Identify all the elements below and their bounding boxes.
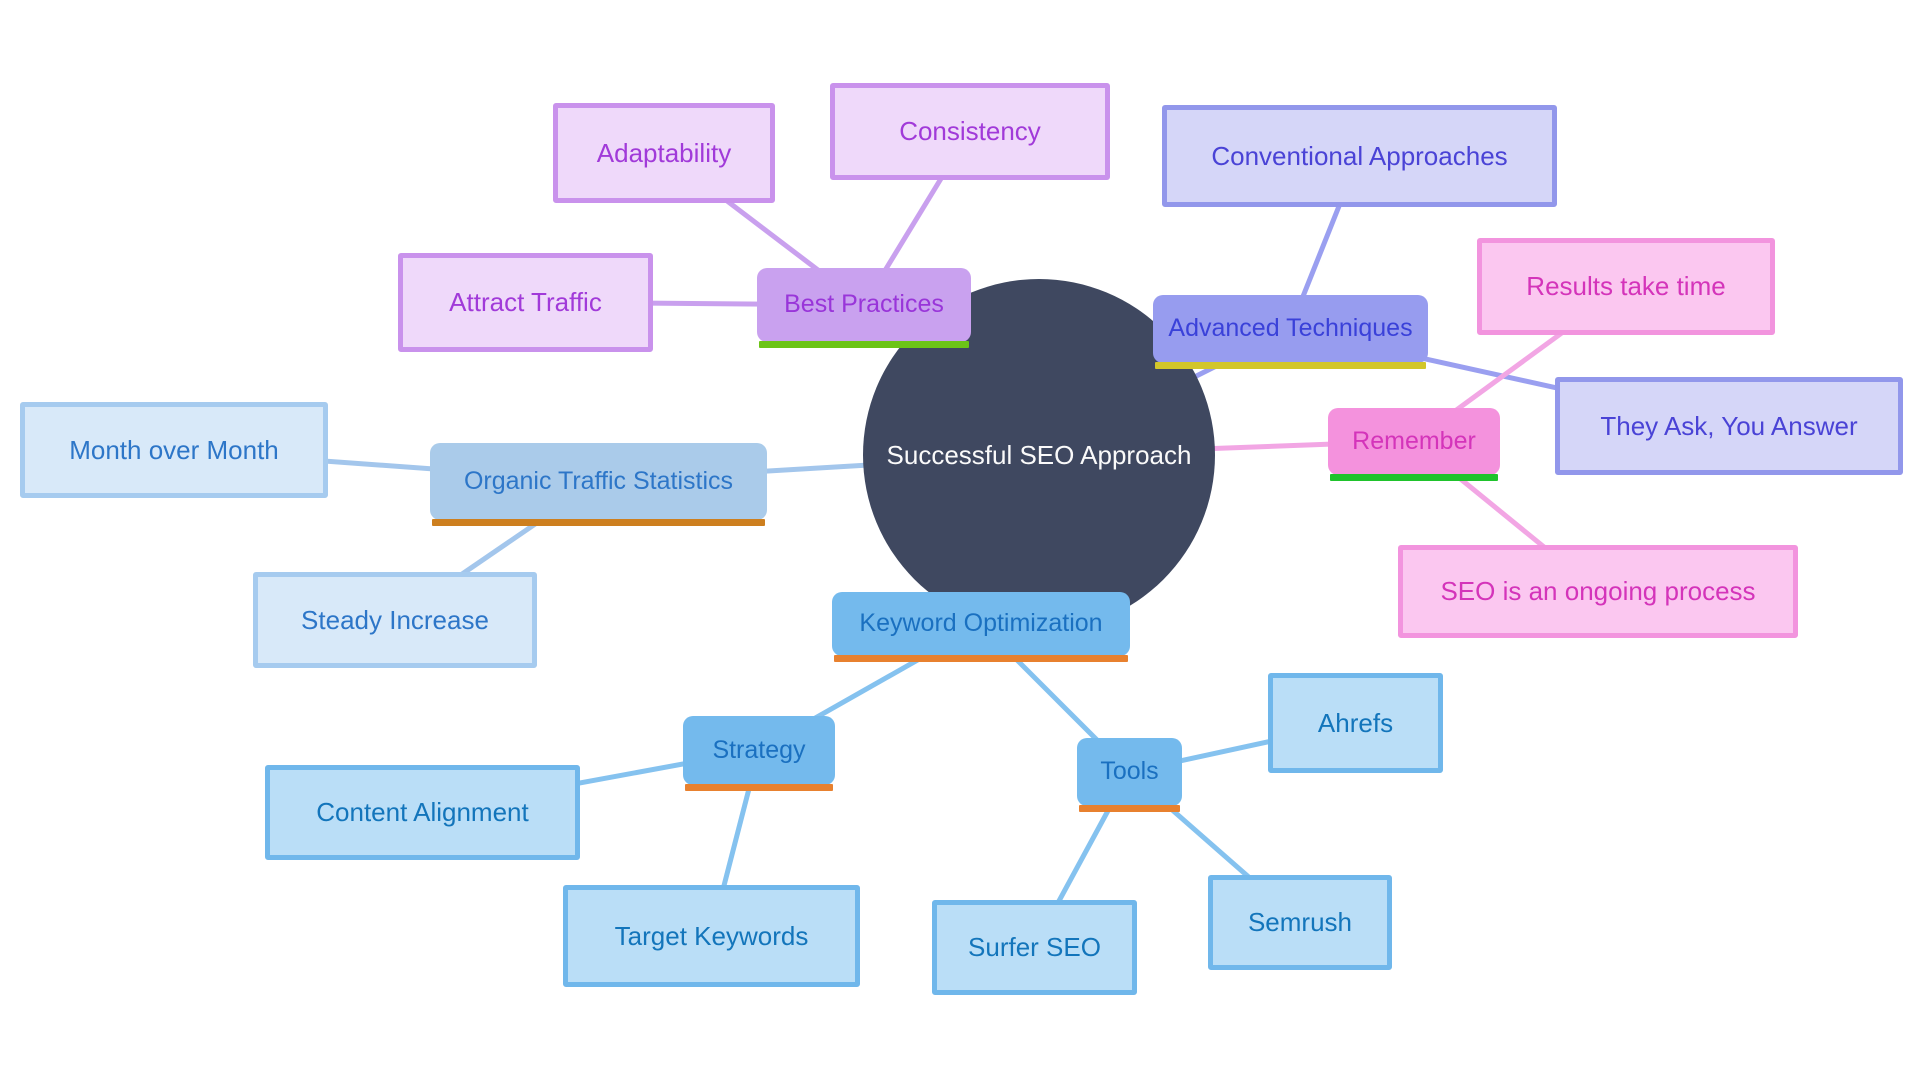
leaf-node-target-keywords[interactable]: Target Keywords bbox=[563, 885, 860, 987]
leaf-node-results-take-time[interactable]: Results take time bbox=[1477, 238, 1775, 335]
accent-bar bbox=[432, 519, 765, 526]
leaf-label: Conventional Approaches bbox=[1211, 140, 1508, 171]
leaf-node-steady-increase[interactable]: Steady Increase bbox=[253, 572, 537, 668]
leaf-node-content-alignment[interactable]: Content Alignment bbox=[265, 765, 580, 860]
branch-label: Keyword Optimization bbox=[859, 609, 1103, 638]
branch-node-organic-traffic-statistics[interactable]: Organic Traffic Statistics bbox=[430, 443, 767, 526]
leaf-label: SEO is an ongoing process bbox=[1440, 576, 1756, 607]
leaf-label: Target Keywords bbox=[614, 920, 809, 951]
leaf-label: Results take time bbox=[1526, 271, 1726, 302]
branch-label: Tools bbox=[1100, 757, 1159, 786]
branch-node-advanced-techniques[interactable]: Advanced Techniques bbox=[1153, 295, 1428, 369]
leaf-node-they-ask-you-answer[interactable]: They Ask, You Answer bbox=[1555, 377, 1903, 475]
leaf-node-consistency[interactable]: Consistency bbox=[830, 83, 1110, 180]
leaf-node-semrush[interactable]: Semrush bbox=[1208, 875, 1392, 970]
leaf-label: Surfer SEO bbox=[968, 932, 1101, 963]
branch-node-best-practices[interactable]: Best Practices bbox=[757, 268, 971, 348]
accent-bar bbox=[759, 341, 969, 348]
branch-node-keyword-optimization[interactable]: Keyword Optimization bbox=[832, 592, 1130, 662]
leaf-label: Ahrefs bbox=[1317, 707, 1394, 738]
branch-label: Organic Traffic Statistics bbox=[463, 466, 734, 495]
branch-label: Strategy bbox=[712, 735, 806, 764]
leaf-label: Consistency bbox=[899, 116, 1041, 147]
accent-bar bbox=[685, 784, 833, 791]
center-node-label: Successful SEO Approach bbox=[886, 439, 1192, 470]
leaf-label: Adaptability bbox=[596, 137, 732, 168]
accent-bar bbox=[834, 655, 1128, 662]
leaf-label: Semrush bbox=[1247, 907, 1353, 938]
leaf-node-attract-traffic[interactable]: Attract Traffic bbox=[398, 253, 653, 352]
leaf-label: Steady Increase bbox=[301, 604, 489, 635]
leaf-label: Month over Month bbox=[69, 434, 279, 465]
accent-bar bbox=[1155, 362, 1426, 369]
leaf-node-adaptability[interactable]: Adaptability bbox=[553, 103, 775, 203]
leaf-label: They Ask, You Answer bbox=[1600, 410, 1858, 441]
branch-node-tools[interactable]: Tools bbox=[1077, 738, 1182, 812]
leaf-node-conventional-approaches[interactable]: Conventional Approaches bbox=[1162, 105, 1557, 207]
accent-bar bbox=[1330, 474, 1498, 481]
branch-label: Remember bbox=[1352, 426, 1476, 455]
branch-node-strategy[interactable]: Strategy bbox=[683, 716, 835, 791]
accent-bar bbox=[1079, 805, 1180, 812]
leaf-node-ahrefs[interactable]: Ahrefs bbox=[1268, 673, 1443, 773]
branch-label: Best Practices bbox=[784, 290, 944, 319]
leaf-node-surfer-seo[interactable]: Surfer SEO bbox=[932, 900, 1137, 995]
branch-label: Advanced Techniques bbox=[1168, 314, 1413, 343]
branch-node-remember[interactable]: Remember bbox=[1328, 408, 1500, 481]
leaf-label: Attract Traffic bbox=[449, 287, 602, 318]
leaf-node-seo-is-an-ongoing-process[interactable]: SEO is an ongoing process bbox=[1398, 545, 1798, 638]
leaf-label: Content Alignment bbox=[316, 797, 529, 828]
leaf-node-month-over-month[interactable]: Month over Month bbox=[20, 402, 328, 498]
